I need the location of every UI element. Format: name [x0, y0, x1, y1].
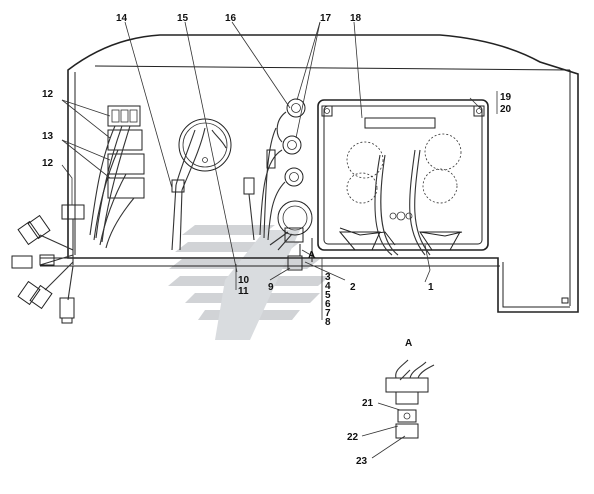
- callout-2: 2: [350, 282, 356, 293]
- callout-10: 10: [238, 275, 250, 286]
- callout-13: 13: [42, 131, 54, 142]
- detail-view-title: A: [405, 338, 412, 349]
- callout-1: 1: [428, 282, 434, 293]
- callout-labels: 14 15 16 17 18 19 20 12 13 12 10 11 9 2 …: [42, 13, 512, 467]
- fuse-connector-block: [61, 105, 145, 265]
- callout-8: 8: [325, 317, 331, 328]
- callout-7: 7: [325, 308, 331, 319]
- indicator-lamps: [243, 98, 306, 241]
- instrument-panel-housing: [40, 34, 579, 313]
- callout-16: 16: [225, 13, 237, 24]
- callout-5: 5: [325, 290, 331, 301]
- callout-20: 20: [500, 104, 512, 115]
- cluster-cables: [338, 149, 461, 256]
- callout-14: 14: [116, 13, 128, 24]
- leader-lines: [61, 21, 481, 459]
- callout-6: 6: [325, 299, 331, 310]
- callout-15: 15: [177, 13, 189, 24]
- detail-view-a: [385, 359, 435, 439]
- callout-4: 4: [325, 281, 331, 292]
- callout-12-lower: 12: [42, 158, 54, 169]
- gauge-cluster: [317, 99, 489, 251]
- callout-23: 23: [356, 456, 368, 467]
- view-marker-a: A: [308, 250, 315, 261]
- callout-18: 18: [350, 13, 362, 24]
- callout-17: 17: [320, 13, 332, 24]
- round-switch: [171, 118, 232, 251]
- callout-22: 22: [347, 432, 359, 443]
- callout-19: 19: [500, 92, 512, 103]
- callout-11: 11: [238, 286, 249, 297]
- callout-21: 21: [362, 398, 374, 409]
- callout-3: 3: [325, 272, 331, 283]
- key-switch: [269, 200, 313, 271]
- harness-plugs: [11, 214, 75, 324]
- callout-9: 9: [268, 282, 274, 293]
- callout-12-upper: 12: [42, 89, 54, 100]
